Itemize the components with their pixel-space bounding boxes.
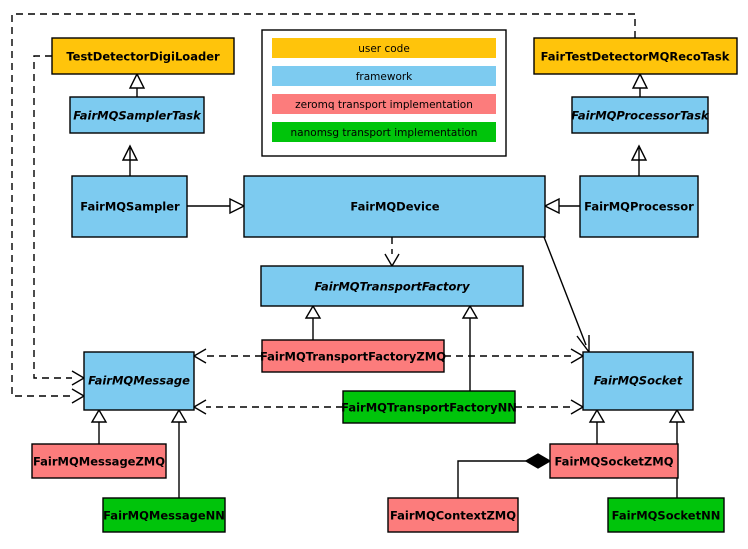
node-label: FairMQTransportFactoryZMQ <box>260 350 446 364</box>
node-FairMQSocketNN[interactable]: FairMQSocketNN <box>607 497 725 533</box>
node-layer: TestDetectorDigiLoader FairTestDetectorM… <box>31 37 738 533</box>
node-label: FairMQProcessorTask <box>571 109 710 123</box>
node-rect <box>260 265 524 307</box>
node-FairMQTransportFactory[interactable]: FairMQTransportFactory <box>260 265 524 307</box>
node-FairMQTransportFactoryZMQ[interactable]: FairMQTransportFactoryZMQ <box>260 339 446 373</box>
legend-swatch <box>272 94 496 114</box>
edge-tfzmq-to-socket <box>444 348 585 364</box>
legend-label: framework <box>356 71 413 83</box>
legend: user code framework zeromq transport imp… <box>261 29 507 157</box>
edge-device-to-socket <box>543 236 590 355</box>
edge-tfzmq-to-message <box>192 348 262 364</box>
node-label: FairMQTransportFactoryNN <box>341 401 517 415</box>
node-rect <box>549 443 679 479</box>
edge-sampler-to-samplertask <box>121 144 139 176</box>
node-label: FairMQMessageNN <box>103 509 225 523</box>
node-FairMQSocket[interactable]: FairMQSocket <box>582 351 694 411</box>
edge-tfnn-to-message <box>192 399 343 415</box>
edge-tfzmq-to-transportfactory <box>304 304 322 340</box>
legend-label: nanomsg transport implementation <box>291 127 478 139</box>
node-label: FairMQDevice <box>350 200 439 214</box>
legend-item-framework: framework <box>272 66 496 86</box>
node-rect <box>83 351 195 411</box>
node-rect <box>261 339 445 373</box>
node-label: FairMQMessageZMQ <box>33 455 165 469</box>
node-FairMQSampler[interactable]: FairMQSampler <box>71 175 188 238</box>
node-label: FairMQSocket <box>594 374 683 388</box>
node-FairMQMessage[interactable]: FairMQMessage <box>83 351 195 411</box>
node-rect <box>571 96 709 134</box>
edge-messagezmq-to-message <box>90 408 108 444</box>
node-label: FairMQSamplerTask <box>73 109 202 123</box>
node-label: FairMQProcessor <box>584 200 694 214</box>
node-FairMQSocketZMQ[interactable]: FairMQSocketZMQ <box>549 443 679 479</box>
legend-label: zeromq transport implementation <box>295 99 473 111</box>
legend-item-nanomsg: nanomsg transport implementation <box>272 122 496 142</box>
legend-swatch <box>272 38 496 58</box>
node-FairMQProcessor[interactable]: FairMQProcessor <box>579 175 699 238</box>
edge-contextzmq-to-socketzmq <box>457 453 552 498</box>
node-rect <box>243 175 546 238</box>
legend-swatch <box>272 122 496 142</box>
node-rect <box>51 37 235 75</box>
node-rect <box>579 175 699 238</box>
edge-messagenn-to-message <box>170 408 188 498</box>
edge-processor-to-processortask <box>630 144 648 176</box>
node-label: FairMQMessage <box>88 374 190 388</box>
edge-layer <box>11 13 686 498</box>
edge-device-to-transportfactory <box>384 237 400 268</box>
legend-item-user-code: user code <box>272 38 496 58</box>
legend-label: user code <box>358 43 410 55</box>
edge-tfnn-to-transportfactory <box>461 304 479 391</box>
legend-item-zeromq: zeromq transport implementation <box>272 94 496 114</box>
node-rect <box>71 175 188 238</box>
node-label: FairMQSocketZMQ <box>555 455 674 469</box>
node-FairMQTransportFactoryNN[interactable]: FairMQTransportFactoryNN <box>341 390 517 424</box>
edge-processor-to-device <box>543 197 580 215</box>
node-TestDetectorDigiLoader[interactable]: TestDetectorDigiLoader <box>51 37 235 75</box>
edge-processortask-to-recotask <box>631 72 649 97</box>
node-label: FairMQSocketNN <box>612 509 721 523</box>
node-label: FairMQContextZMQ <box>390 509 516 523</box>
node-rect <box>582 351 694 411</box>
node-FairTestDetectorMQRecoTask[interactable]: FairTestDetectorMQRecoTask <box>533 37 738 75</box>
node-FairMQMessageZMQ[interactable]: FairMQMessageZMQ <box>31 443 167 479</box>
edge-samplertask-to-digiloader <box>128 72 146 97</box>
node-rect <box>533 37 738 75</box>
legend-swatch <box>272 66 496 86</box>
node-FairMQMessageNN[interactable]: FairMQMessageNN <box>102 497 226 533</box>
node-label: FairMQSampler <box>80 200 180 214</box>
node-FairMQContextZMQ[interactable]: FairMQContextZMQ <box>387 497 519 533</box>
node-rect <box>387 497 519 533</box>
edge-tfnn-to-socket <box>515 399 585 415</box>
node-rect <box>69 96 205 134</box>
node-FairMQProcessorTask[interactable]: FairMQProcessorTask <box>571 96 710 134</box>
node-rect <box>102 497 226 533</box>
node-rect <box>607 497 725 533</box>
node-label: FairTestDetectorMQRecoTask <box>541 50 730 64</box>
edge-sampler-to-device <box>187 197 246 215</box>
node-FairMQSamplerTask[interactable]: FairMQSamplerTask <box>69 96 205 134</box>
node-label: FairMQTransportFactory <box>314 280 470 294</box>
node-rect <box>31 443 167 479</box>
edge-socketzmq-to-socket <box>588 408 606 444</box>
node-label: TestDetectorDigiLoader <box>66 50 220 64</box>
node-rect <box>342 390 516 424</box>
node-FairMQDevice[interactable]: FairMQDevice <box>243 175 546 238</box>
